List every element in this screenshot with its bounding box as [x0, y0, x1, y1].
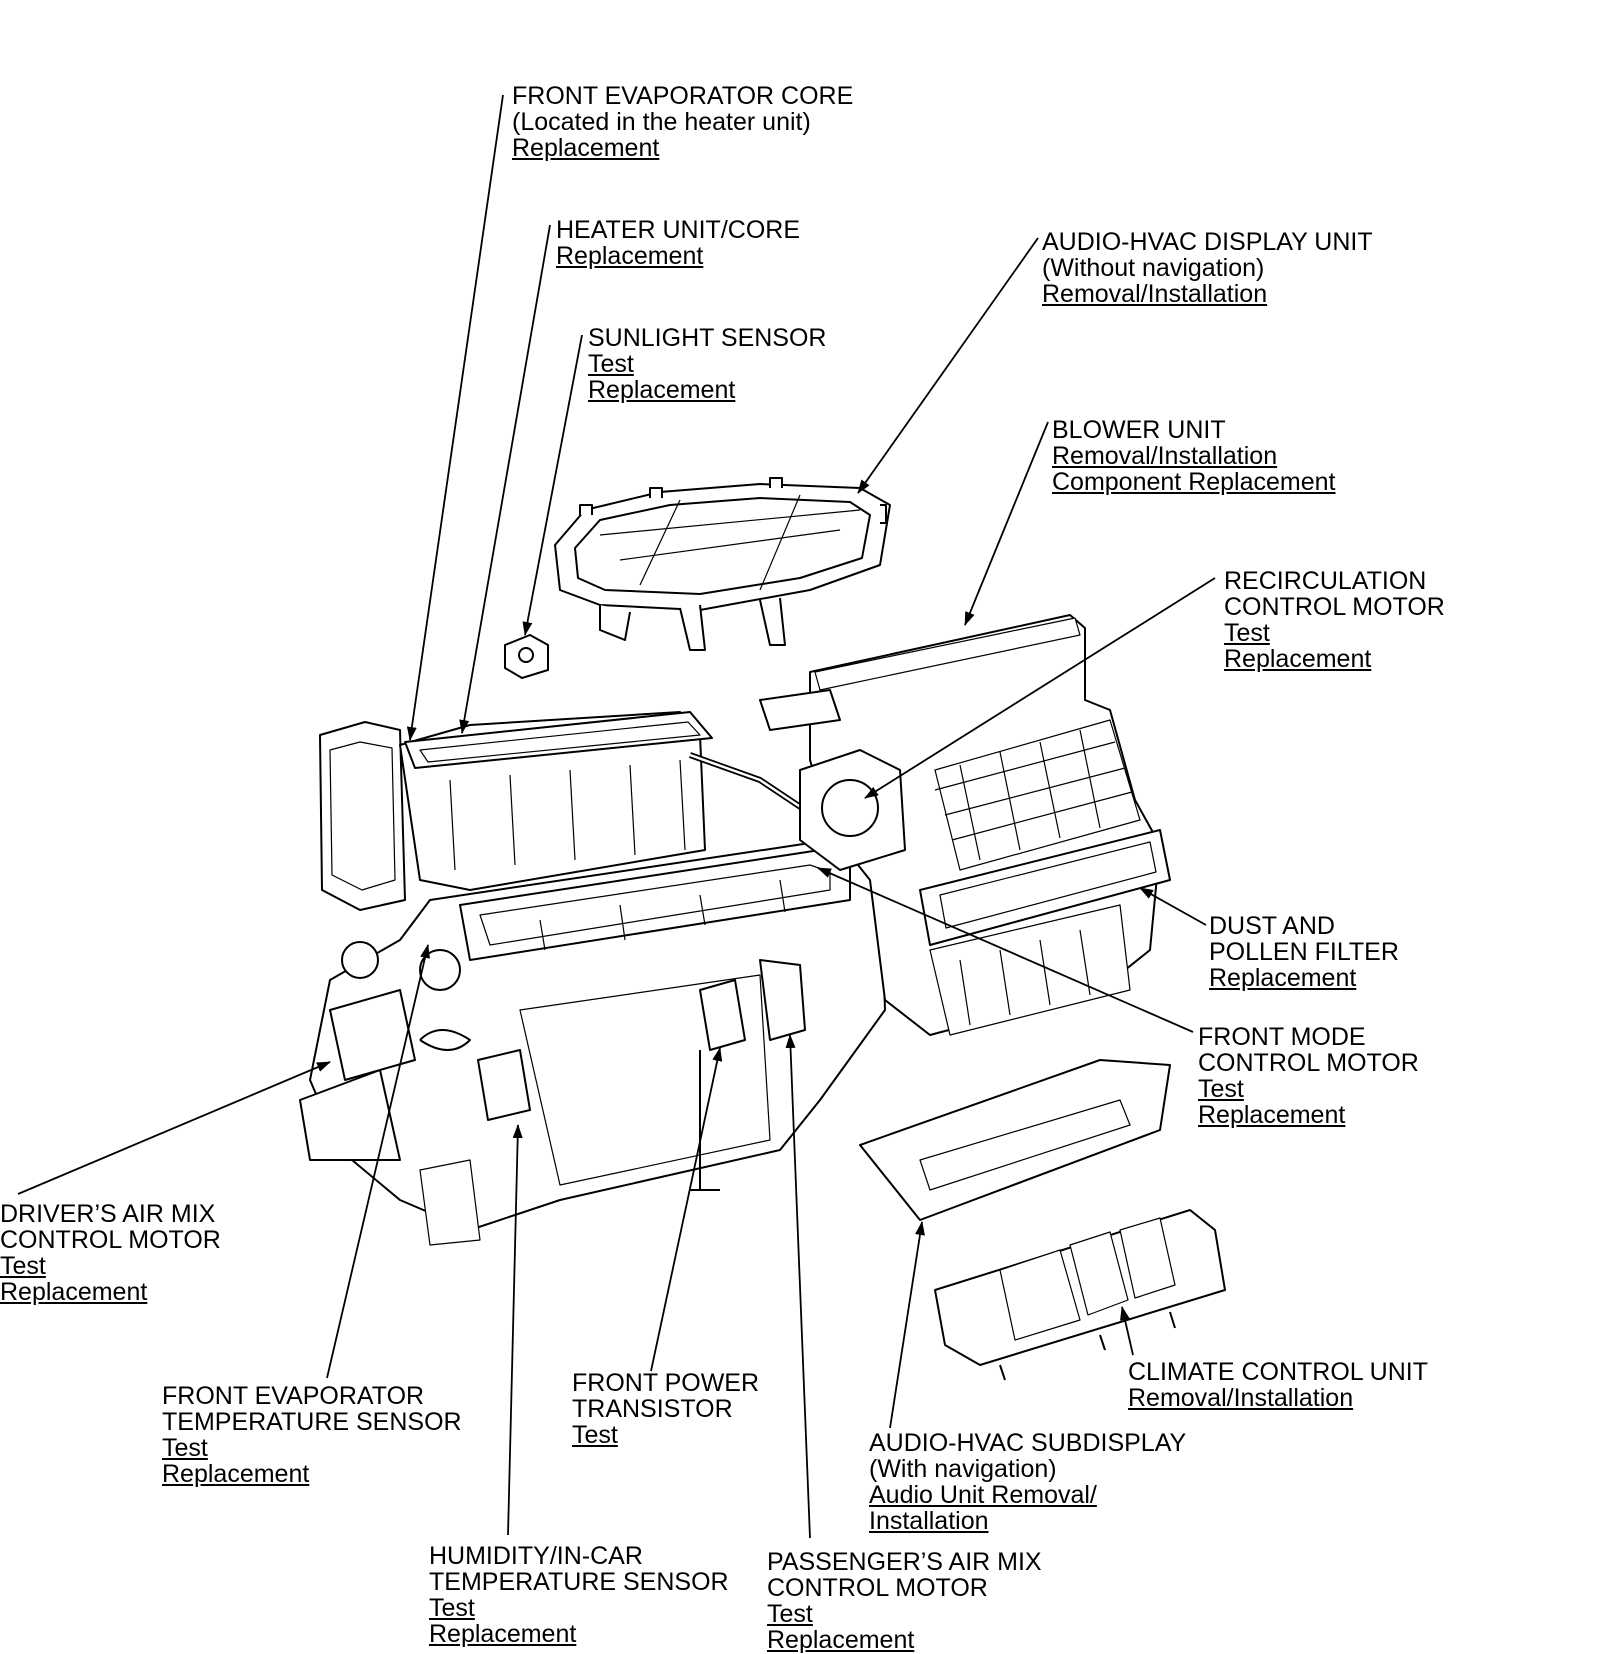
callout-climate-control-unit: CLIMATE CONTROL UNIT Removal/Installatio…: [1128, 1359, 1428, 1411]
callout-title: AUDIO-HVAC DISPLAY UNIT: [1042, 228, 1373, 256]
test-link[interactable]: Test: [588, 350, 634, 378]
callout-title: CLIMATE CONTROL UNIT: [1128, 1358, 1429, 1386]
replacement-link[interactable]: Replacement: [767, 1626, 915, 1654]
replacement-link[interactable]: Replacement: [556, 242, 704, 270]
leader-front-mode-motor: [817, 867, 1194, 1033]
callout-title: AUDIO-HVAC SUBDISPLAY: [869, 1429, 1187, 1457]
climate-control-unit-drawing: [934, 1209, 1226, 1381]
replacement-link[interactable]: Replacement: [588, 376, 736, 404]
callout-title: DUST AND: [1209, 912, 1335, 940]
audio-unit-removal-link[interactable]: Audio Unit Removal/: [869, 1481, 1097, 1509]
audio-hvac-display-unit-drawing: [554, 477, 891, 651]
leader-blower-unit: [964, 421, 1049, 626]
callout-title: HUMIDITY/IN-CAR: [429, 1542, 643, 1570]
replacement-link[interactable]: Replacement: [1209, 964, 1357, 992]
callout-note: (Without navigation): [1042, 254, 1265, 282]
test-link[interactable]: Test: [1224, 619, 1270, 647]
removal-installation-link[interactable]: Removal/Installation: [1042, 280, 1268, 308]
callout-title: FRONT MODE: [1198, 1023, 1366, 1051]
test-link[interactable]: Test: [162, 1434, 208, 1462]
replacement-link[interactable]: Replacement: [1198, 1101, 1346, 1129]
callout-title: DRIVER’S AIR MIX: [0, 1200, 216, 1228]
callout-title: TRANSISTOR: [572, 1395, 733, 1423]
test-link[interactable]: Test: [767, 1600, 813, 1628]
callout-title: HEATER UNIT/CORE: [556, 216, 800, 244]
callout-note: (Located in the heater unit): [512, 108, 811, 136]
leader-front-power-transistor: [650, 1047, 723, 1372]
callout-audio-hvac-display-unit: AUDIO-HVAC DISPLAY UNIT (Without navigat…: [1042, 229, 1373, 307]
callout-title: CONTROL MOTOR: [0, 1226, 221, 1254]
replacement-link[interactable]: Replacement: [512, 134, 660, 162]
leader-passengers-air-mix-motor: [785, 1034, 811, 1539]
removal-installation-link[interactable]: Removal/Installation: [1052, 442, 1278, 470]
leader-sunlight-sensor: [522, 334, 583, 636]
callout-title: TEMPERATURE SENSOR: [162, 1408, 462, 1436]
leader-front-evap-temp-sensor: [326, 944, 430, 1379]
replacement-link[interactable]: Replacement: [1224, 645, 1372, 673]
callout-title: FRONT EVAPORATOR CORE: [512, 82, 854, 110]
callout-title: SUNLIGHT SENSOR: [588, 324, 827, 352]
callout-front-power-transistor: FRONT POWER TRANSISTOR Test: [572, 1370, 759, 1448]
heater-unit-drawing: [299, 711, 886, 1246]
test-link[interactable]: Test: [0, 1252, 46, 1280]
callout-title: RECIRCULATION: [1224, 567, 1427, 595]
callout-passengers-air-mix-control-motor: PASSENGER’S AIR MIX CONTROL MOTOR Test R…: [767, 1549, 1042, 1653]
component-replacement-link[interactable]: Component Replacement: [1052, 468, 1336, 496]
callout-title: FRONT EVAPORATOR: [162, 1382, 425, 1410]
leader-audio-hvac-subdisplay: [889, 1221, 925, 1429]
callout-title: FRONT POWER: [572, 1369, 760, 1397]
leader-front-evaporator-core: [406, 94, 504, 741]
callout-title: TEMPERATURE SENSOR: [429, 1568, 729, 1596]
replacement-link[interactable]: Replacement: [0, 1278, 148, 1306]
callout-front-evaporator-temperature-sensor: FRONT EVAPORATOR TEMPERATURE SENSOR Test…: [162, 1383, 462, 1487]
callout-blower-unit: BLOWER UNIT Removal/Installation Compone…: [1052, 417, 1336, 495]
callout-title: CONTROL MOTOR: [1224, 593, 1445, 621]
callout-heater-unit-core: HEATER UNIT/CORE Replacement: [556, 217, 800, 269]
replacement-link[interactable]: Replacement: [429, 1620, 577, 1648]
replacement-link[interactable]: Replacement: [162, 1460, 310, 1488]
installation-link[interactable]: Installation: [869, 1507, 989, 1535]
callout-title: POLLEN FILTER: [1209, 938, 1399, 966]
leader-humidity-sensor: [507, 1124, 523, 1536]
test-link[interactable]: Test: [572, 1421, 618, 1449]
leader-audio-hvac-display-unit: [857, 237, 1039, 494]
leader-drivers-air-mix-motor: [17, 1061, 331, 1195]
callout-note: (With navigation): [869, 1455, 1057, 1483]
test-link[interactable]: Test: [1198, 1075, 1244, 1103]
callout-front-mode-control-motor: FRONT MODE CONTROL MOTOR Test Replacemen…: [1198, 1024, 1419, 1128]
callout-audio-hvac-subdisplay: AUDIO-HVAC SUBDISPLAY (With navigation) …: [869, 1430, 1186, 1534]
callout-front-evaporator-core: FRONT EVAPORATOR CORE (Located in the he…: [512, 83, 853, 161]
removal-installation-link[interactable]: Removal/Installation: [1128, 1384, 1354, 1412]
leader-recirculation-motor: [864, 577, 1216, 799]
callout-title: PASSENGER’S AIR MIX: [767, 1548, 1042, 1576]
leader-dust-pollen-filter: [1139, 887, 1207, 926]
callout-sunlight-sensor: SUNLIGHT SENSOR Test Replacement: [588, 325, 826, 403]
callout-title: CONTROL MOTOR: [1198, 1049, 1419, 1077]
leader-lines: [17, 94, 1216, 1539]
callout-title: BLOWER UNIT: [1052, 416, 1226, 444]
sunlight-sensor-drawing: [504, 633, 549, 680]
leader-climate-control-unit: [1120, 1306, 1134, 1356]
test-link[interactable]: Test: [429, 1594, 475, 1622]
callout-title: CONTROL MOTOR: [767, 1574, 988, 1602]
callout-recirculation-control-motor: RECIRCULATION CONTROL MOTOR Test Replace…: [1224, 568, 1445, 672]
blower-unit-drawing: [759, 614, 1171, 1036]
callout-humidity-in-car-temperature-sensor: HUMIDITY/IN-CAR TEMPERATURE SENSOR Test …: [429, 1543, 729, 1647]
audio-hvac-subdisplay-drawing: [859, 1059, 1171, 1221]
callout-drivers-air-mix-control-motor: DRIVER’S AIR MIX CONTROL MOTOR Test Repl…: [0, 1201, 221, 1305]
leader-heater-unit-core: [459, 224, 551, 734]
callout-dust-pollen-filter: DUST AND POLLEN FILTER Replacement: [1209, 913, 1399, 991]
